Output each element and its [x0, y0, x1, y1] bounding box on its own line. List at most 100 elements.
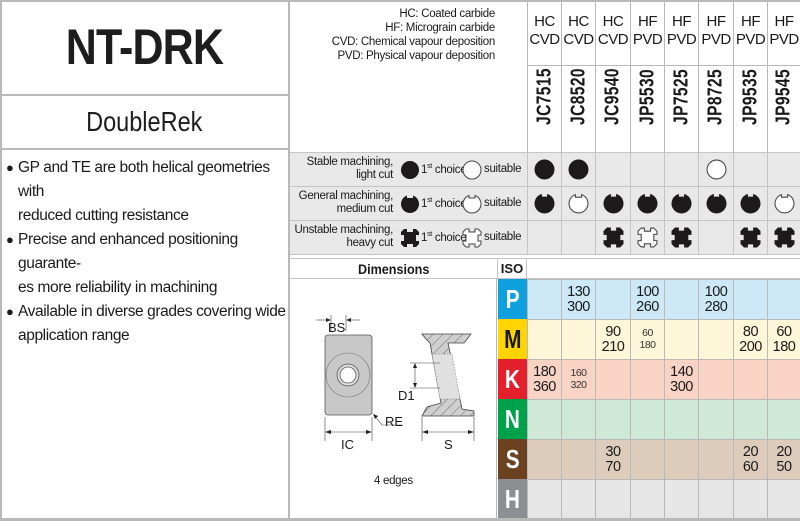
cutting-speed-cell: [664, 399, 698, 439]
cutting-speed-cell: [664, 319, 698, 359]
notched-circle-first-choice-icon: [401, 195, 419, 213]
cutting-speed-cell: [595, 399, 630, 439]
notched-circle-first-choice-icon: [740, 193, 761, 214]
cross-notched-first-choice-icon: [671, 227, 692, 248]
grade-code: JP7525: [670, 68, 692, 125]
cutting-speed-cell: [595, 359, 630, 399]
suitability-cell: [767, 220, 800, 254]
cutting-speed-cell: [733, 479, 767, 519]
cutting-speed-cell: [561, 399, 595, 439]
circle-first-choice-icon: [534, 159, 555, 180]
suitability-cell: [561, 186, 595, 220]
cutting-speed-cell: [664, 279, 698, 319]
suitability-cell: [527, 220, 561, 254]
first-choice-label: choice: [431, 163, 467, 176]
cutting-speed-cell: [767, 359, 800, 399]
cutting-speed-cell: [527, 399, 561, 439]
product-title-box: NT-DRK: [0, 0, 288, 96]
grade-code: JC8520: [567, 68, 589, 125]
top-border: [290, 0, 800, 2]
cross-notched-first-choice-icon: [603, 227, 623, 248]
suitability-cell: [767, 186, 800, 220]
product-title: NT-DRK: [65, 19, 223, 75]
feature-item: ● GP and TE are both helical geometries …: [6, 156, 288, 228]
cutting-speed-cell: [630, 359, 664, 399]
cross-notched-first-choice-icon: [740, 227, 761, 248]
cutting-speed-cell: [698, 399, 733, 439]
notched-circle-first-choice-icon: [706, 193, 726, 214]
notched-circle-suitable-icon: [774, 193, 794, 214]
cutting-speed-cell: [664, 479, 698, 519]
grade-code: JP8725: [704, 68, 727, 125]
legend-hc: HC: Coated carbide: [399, 8, 495, 20]
suitability-cell: [698, 152, 733, 186]
cutting-speed-cell: [595, 479, 630, 519]
suitability-cell: [664, 220, 698, 254]
cutting-speed-cell: [630, 399, 664, 439]
suitability-cell: [595, 220, 630, 254]
cutting-speed-cell: [733, 399, 767, 439]
grade-code: JP5530: [636, 68, 658, 125]
iso-header: ISO: [497, 258, 527, 279]
suitability-cell: [767, 152, 800, 186]
cross-notched-first-choice-icon: [401, 229, 419, 247]
notched-circle-first-choice-icon: [603, 193, 623, 214]
cross-notched-first-choice-icon: [774, 227, 794, 248]
feature-item: ● Available in diverse grades covering w…: [6, 300, 288, 348]
grade-code-header: JP8725: [698, 65, 733, 152]
cutting-speed-cell: [527, 319, 561, 359]
feature-text: application range: [18, 327, 130, 344]
circle-suitable-icon: [706, 159, 726, 180]
feature-text: Available in diverse grades covering wid…: [18, 303, 286, 320]
suitable-label: suitable: [484, 163, 522, 175]
suitability-cell: [733, 220, 767, 254]
notched-circle-first-choice-icon: [534, 193, 555, 214]
feature-text: GP and TE are both helical geometries wi…: [18, 159, 270, 200]
first-choice-label: choice: [431, 231, 467, 244]
iso-tag-m: M: [498, 319, 527, 359]
dim-label-s: S: [444, 437, 453, 452]
iso-tag-k: K: [498, 359, 527, 399]
cutting-speed-cell: [561, 319, 595, 359]
cutting-speed-cell: [527, 479, 561, 519]
legend-cvd: CVD: Chemical vapour deposition: [331, 36, 496, 48]
insert-dimension-drawing: [316, 315, 475, 441]
feature-text: Precise and enhanced positioning guarant…: [18, 231, 238, 272]
cutting-speed-cell: [630, 479, 664, 519]
hollow-circle-suitable-icon: [462, 160, 482, 180]
cutting-speed-cell: [561, 479, 595, 519]
suitability-cell: [733, 152, 767, 186]
first-choice-label: choice: [431, 197, 467, 210]
cross-notched-suitable-icon: [462, 228, 482, 248]
notched-circle-first-choice-icon: [637, 193, 658, 214]
cutting-speed-cell: [630, 439, 664, 479]
suitability-cell: [561, 220, 595, 254]
cutting-speed-cell: [561, 439, 595, 479]
iso-header-spacer: [527, 258, 800, 279]
cutting-speed-cell: [664, 439, 698, 479]
suitability-cell: [733, 186, 767, 220]
product-subtitle: DoubleRek: [85, 106, 203, 137]
edges-note: 4 edges: [374, 475, 413, 487]
abbreviation-legend: HC: Coated carbide HF: Micrograin carbid…: [290, 0, 507, 152]
section-divider: [290, 254, 800, 258]
legend-hf: HF: Micrograin carbide: [385, 22, 495, 34]
suitability-cell: [630, 186, 664, 220]
machining-row-general: General machining,medium cut 1st choice …: [290, 186, 527, 220]
dim-label-bs: BS: [328, 320, 346, 335]
dim-label-re: RE: [385, 414, 404, 429]
